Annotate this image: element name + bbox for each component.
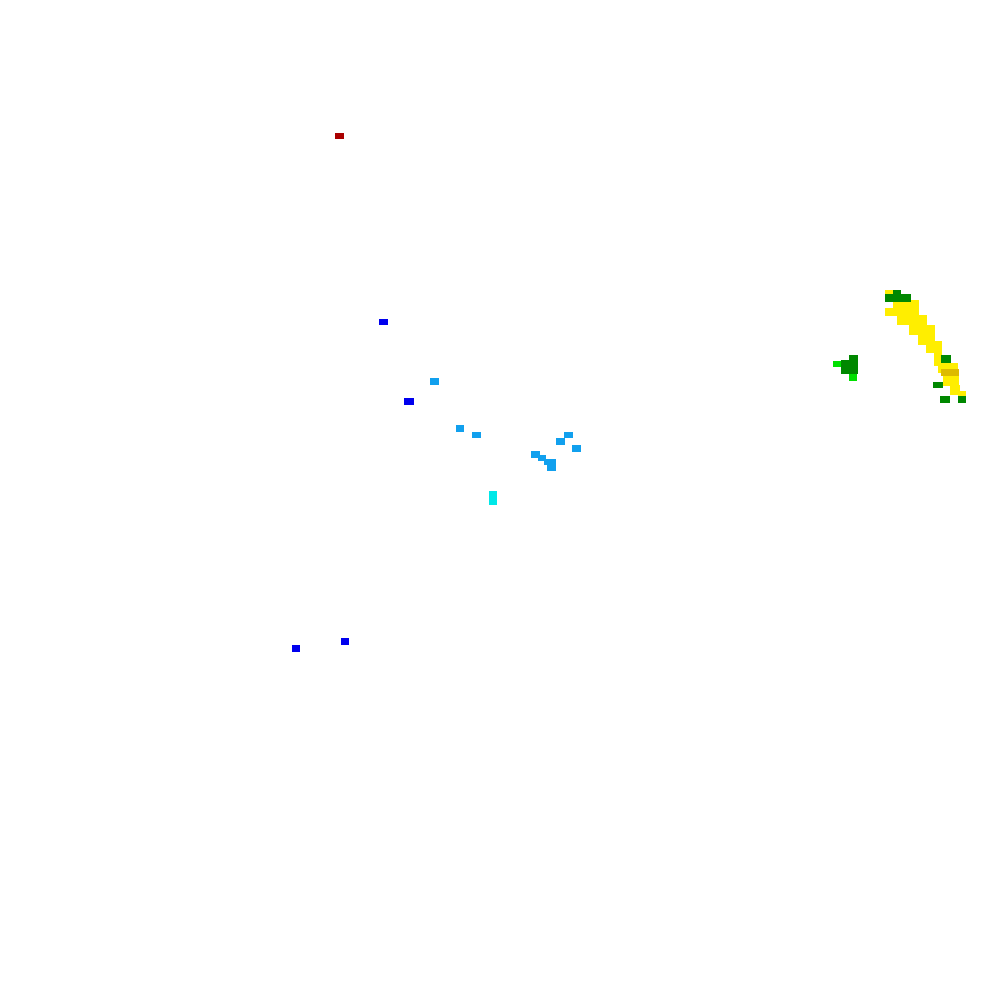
lightblue-pixel-cluster-pixel-3 xyxy=(531,451,540,458)
green-pixel-cluster-west-bright_green xyxy=(833,361,857,381)
lightblue-pixel-cluster-pixel-7 xyxy=(556,438,565,445)
green-pixel-cluster-west-pixel-1 xyxy=(841,360,850,374)
yellow-pixel-band-east-pixel-3 xyxy=(897,315,927,325)
yellow-pixel-band-east-gold-pixel-0 xyxy=(941,369,959,376)
lightblue-pixel-cluster-pixel-8 xyxy=(564,432,573,438)
lightblue-pixel-cluster-pixel-0 xyxy=(430,378,439,385)
green-pixel-cluster-west-green-pixel-5 xyxy=(958,396,966,403)
yellow-pixel-band-east-pixel-1 xyxy=(885,308,919,316)
yellow-pixel-band-east-gold xyxy=(941,369,959,376)
cyan-pixel-cluster xyxy=(489,491,497,505)
lightblue-pixel-cluster xyxy=(430,378,581,471)
yellow-pixel-band-east-pixel-4 xyxy=(909,325,935,335)
yellow-pixel-band-east-pixel-7 xyxy=(934,351,942,366)
green-pixel-cluster-west-green-pixel-4 xyxy=(940,396,950,403)
blue-pixel-cluster-center-pixel-0 xyxy=(404,398,414,405)
green-pixel-cluster-west-green-pixel-3 xyxy=(933,382,943,388)
blue-pixel-cluster-center xyxy=(404,398,414,405)
yellow-pixel-band-east-pixel-6 xyxy=(926,341,942,353)
blue-pixel-cluster-south xyxy=(292,638,349,652)
blue-pixel-cluster-north xyxy=(379,319,388,325)
red-pixel-cluster xyxy=(335,133,344,139)
lightblue-pixel-cluster-pixel-9 xyxy=(572,445,581,452)
yellow-pixel-band-east-pixel-8 xyxy=(938,363,958,373)
lightblue-pixel-cluster-pixel-1 xyxy=(456,425,464,432)
blue-pixel-cluster-south-pixel-0 xyxy=(341,638,349,645)
green-pixel-cluster-west-bright_green-pixel-1 xyxy=(849,374,857,381)
green-pixel-cluster-west-green xyxy=(885,290,966,403)
red-pixel-cluster-pixel-0 xyxy=(335,133,344,139)
cyan-pixel-cluster-pixel-0 xyxy=(489,491,497,505)
lightblue-pixel-cluster-pixel-4 xyxy=(538,455,546,461)
green-pixel-cluster-west-pixel-2 xyxy=(849,355,858,374)
green-pixel-cluster-west-green-pixel-2 xyxy=(941,355,951,363)
yellow-pixel-band-east-pixel-2 xyxy=(893,300,919,310)
lightblue-pixel-cluster-pixel-2 xyxy=(472,432,481,438)
yellow-pixel-band-east-pixel-10 xyxy=(950,385,960,395)
yellow-pixel-band-east xyxy=(885,290,966,400)
blue-pixel-cluster-north-pixel-0 xyxy=(379,319,388,325)
green-pixel-cluster-west-bright_green-pixel-0 xyxy=(833,361,841,367)
lightblue-pixel-cluster-pixel-6 xyxy=(547,462,556,471)
green-pixel-cluster-west-green-pixel-1 xyxy=(893,290,901,298)
blue-pixel-cluster-south-pixel-1 xyxy=(292,645,300,652)
yellow-pixel-band-east-pixel-11 xyxy=(958,391,966,400)
